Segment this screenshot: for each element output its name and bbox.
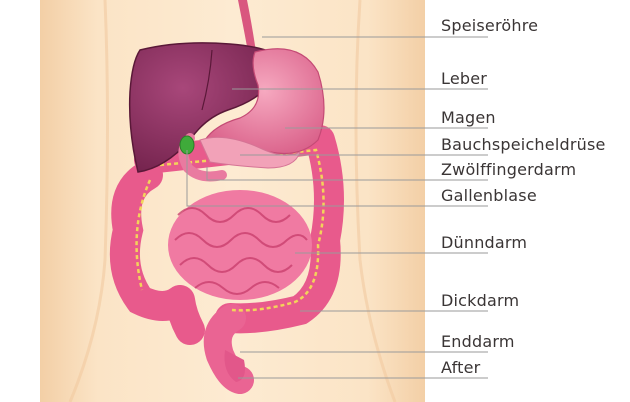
- label-large-intestine: Dickdarm: [441, 292, 519, 310]
- label-gallbladder: Gallenblase: [441, 187, 537, 205]
- label-rectum: Enddarm: [441, 333, 515, 351]
- label-small-intestine: Dünndarm: [441, 234, 527, 252]
- label-anus: After: [441, 359, 480, 377]
- label-duodenum: Zwölffingerdarm: [441, 161, 576, 179]
- label-pancreas: Bauchspeicheldrüse: [441, 136, 606, 154]
- label-liver: Leber: [441, 70, 487, 88]
- label-stomach: Magen: [441, 109, 496, 127]
- label-esophagus: Speiseröhre: [441, 17, 538, 35]
